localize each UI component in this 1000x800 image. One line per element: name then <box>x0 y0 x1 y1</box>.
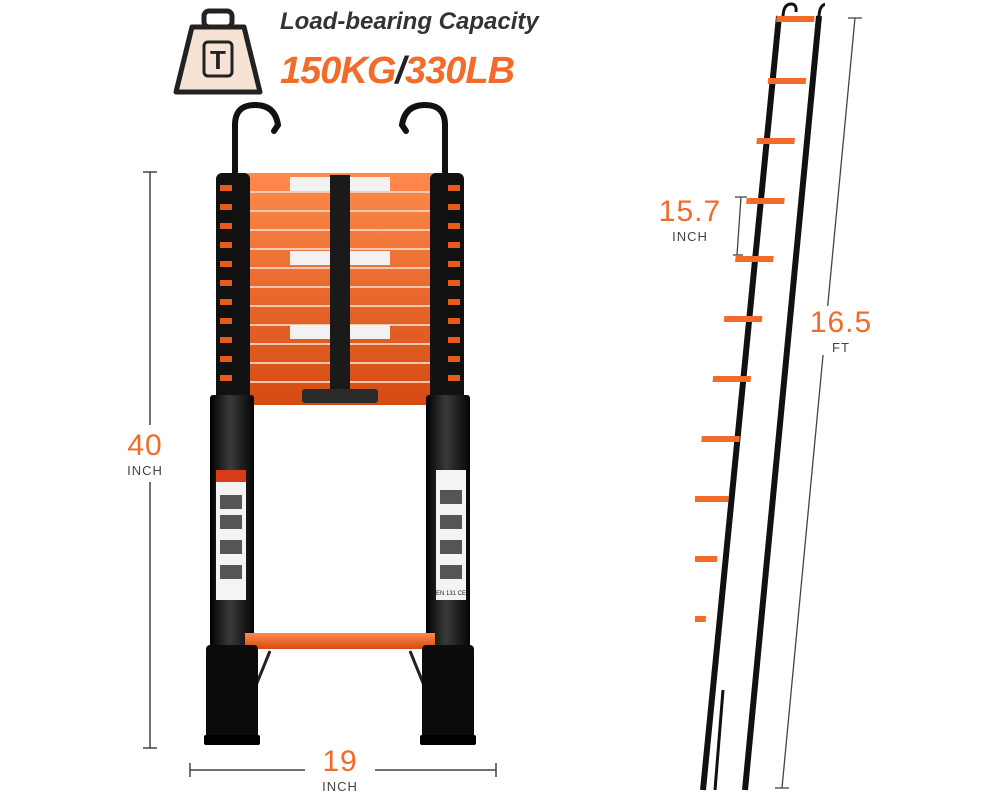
weight-icon-letter: T <box>210 45 226 75</box>
height-value: 40 <box>127 429 163 462</box>
stand-model-label: EN 131 CE <box>436 591 466 597</box>
extended-length-unit: FT <box>832 340 850 355</box>
capacity-title: Load-bearing Capacity <box>280 8 539 35</box>
step-spacing-dimension-label: 15.7 INCH <box>648 195 732 244</box>
width-dimension-label: 19 INCH <box>305 745 375 794</box>
extended-length-value: 16.5 <box>809 306 873 339</box>
capacity-separator: / <box>395 50 406 92</box>
capacity-kg: 150KG <box>280 50 396 92</box>
collapsed-ladder-illustration: EN 131 CE <box>204 101 476 745</box>
extended-length-dimension-label: 16.5 FT <box>795 306 887 355</box>
step-spacing-value: 15.7 <box>658 195 722 228</box>
capacity-lb: 330LB <box>404 50 515 92</box>
extended-ladder-illustration <box>695 2 825 791</box>
width-unit: INCH <box>322 779 358 794</box>
capacity-value: 150KG/330LB <box>280 50 515 93</box>
width-value: 19 <box>322 745 358 778</box>
extended-length-dimension-line <box>775 17 862 789</box>
step-spacing-dimension-line <box>733 196 747 256</box>
weight-icon: T <box>173 8 263 95</box>
step-spacing-unit: INCH <box>672 229 708 244</box>
height-unit: INCH <box>127 463 163 478</box>
height-dimension-label: 40 INCH <box>110 425 180 482</box>
